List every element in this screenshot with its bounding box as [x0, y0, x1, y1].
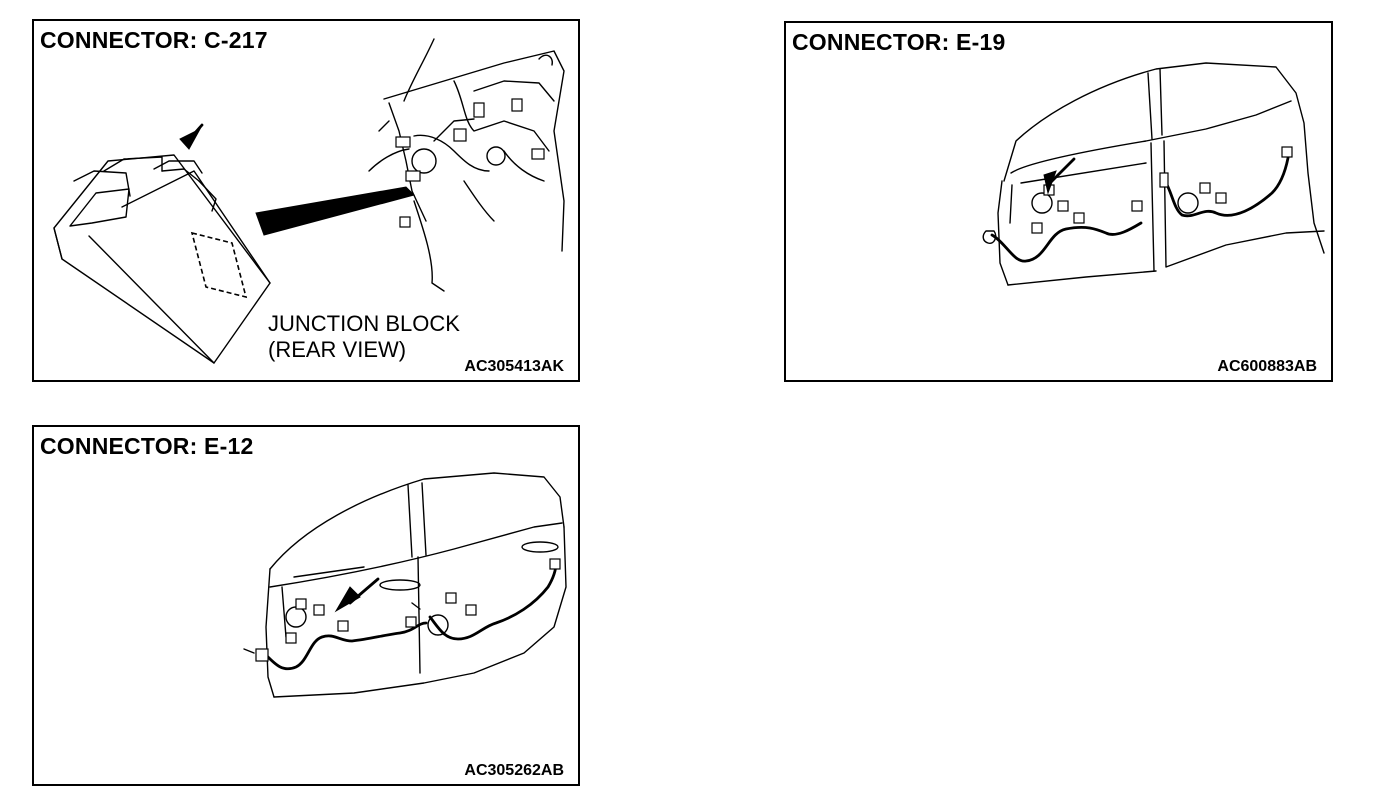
leader-wedge: [255, 186, 415, 236]
connector-e12-panel: CONNECTOR: E-12: [32, 425, 580, 786]
side-doors-illustration: [243, 472, 567, 698]
figure-code: AC305262AB: [464, 762, 564, 779]
connector-e19-panel: CONNECTOR: E-19: [784, 21, 1333, 382]
arrow-icon: [334, 577, 380, 613]
panel-title: CONNECTOR: E-12: [40, 433, 254, 459]
connector-c217-panel: CONNECTOR: C-217: [32, 19, 580, 382]
arrow-icon: [179, 123, 204, 150]
panel-title: CONNECTOR: E-19: [792, 29, 1006, 55]
figure-code: AC600883AB: [1217, 358, 1317, 375]
dashboard-drawing: [368, 38, 565, 292]
junction-block-illustration: [53, 38, 565, 364]
junction-block-label: JUNCTION BLOCK: [268, 311, 460, 336]
rear-door-illustration: [982, 62, 1325, 286]
rear-view-label: (REAR VIEW): [268, 337, 407, 362]
figure-code: AC305413AK: [464, 358, 564, 375]
panel-title: CONNECTOR: C-217: [40, 27, 268, 53]
junction-block-drawing: [53, 154, 271, 364]
car-body-drawing: [265, 472, 567, 698]
car-body-drawing: [997, 62, 1325, 286]
wiring-harness-drawing: [243, 558, 561, 671]
arrow-icon: [1043, 157, 1076, 195]
